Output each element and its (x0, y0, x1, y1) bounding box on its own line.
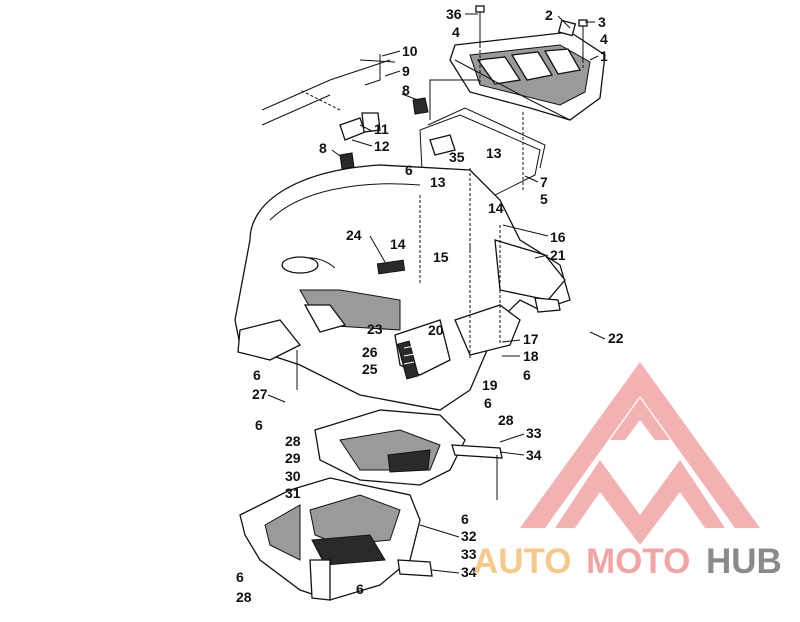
callout-21: 21 (550, 247, 566, 263)
callout-34: 34 (526, 447, 542, 463)
callout-35: 35 (449, 149, 465, 165)
callout-32: 32 (461, 528, 477, 544)
callout-6: 6 (255, 417, 263, 433)
rear-rack (449, 31, 606, 121)
callout-6: 6 (405, 162, 413, 178)
callout-4: 4 (452, 24, 460, 40)
callout-18: 18 (523, 348, 539, 364)
lower-footwell (239, 477, 433, 601)
callout-16: 16 (550, 229, 566, 245)
callout-8: 8 (402, 82, 410, 98)
callout-6: 6 (236, 569, 244, 585)
callout-10: 10 (402, 43, 418, 59)
callout-9: 9 (402, 63, 410, 79)
callout-36: 36 (446, 6, 462, 22)
callout-19: 19 (482, 377, 498, 393)
watermark-hub: HUB (706, 542, 782, 581)
rack-frame (419, 107, 546, 251)
watermark-logo (520, 362, 760, 545)
callout-29: 29 (285, 450, 301, 466)
watermark-text: AUTO MOTO HUB (473, 542, 782, 581)
callout-12: 12 (374, 138, 390, 154)
callout-25: 25 (362, 361, 378, 377)
callout-5: 5 (540, 191, 548, 207)
callout-4: 4 (600, 31, 608, 47)
leader-lines (296, 25, 584, 500)
warning-decal (396, 340, 420, 380)
watermark-auto: AUTO (473, 542, 572, 581)
callout-leaders (267, 13, 606, 574)
callout-7: 7 (540, 174, 548, 190)
logo-inner-shape (610, 398, 670, 440)
callout-6: 6 (523, 367, 531, 383)
callout-labels: 36 4 2 3 4 1 10 9 8 11 12 8 35 13 6 13 7… (236, 6, 624, 605)
callout-3: 3 (598, 14, 606, 30)
callout-13: 13 (430, 174, 446, 190)
callout-14: 14 (488, 200, 504, 216)
callout-24: 24 (346, 227, 362, 243)
callout-26: 26 (362, 344, 378, 360)
watermark-moto: MOTO (586, 542, 690, 581)
left-bracket-parts (261, 54, 429, 170)
callout-31: 31 (285, 485, 301, 501)
logo-triangle-shape (520, 362, 760, 528)
middle-floorboard (314, 409, 503, 486)
callout-33: 33 (526, 425, 542, 441)
callout-34: 34 (461, 564, 477, 580)
callout-13: 13 (486, 145, 502, 161)
callout-28: 28 (498, 412, 514, 428)
callout-6: 6 (253, 367, 261, 383)
callout-14: 14 (390, 236, 406, 252)
callout-6: 6 (356, 581, 364, 597)
callout-33: 33 (461, 546, 477, 562)
callout-6: 6 (461, 511, 469, 527)
callout-28: 28 (236, 589, 252, 605)
callout-28: 28 (285, 433, 301, 449)
callout-23: 23 (367, 321, 383, 337)
callout-1: 1 (600, 48, 608, 64)
callout-8: 8 (319, 140, 327, 156)
logo-m-shape (555, 460, 725, 545)
callout-30: 30 (285, 468, 301, 484)
callout-17: 17 (523, 331, 539, 347)
callout-6: 6 (484, 395, 492, 411)
callout-11: 11 (374, 121, 389, 137)
callout-2: 2 (545, 7, 553, 23)
rear-fender-body (234, 164, 571, 411)
callout-27: 27 (252, 386, 268, 402)
callout-22: 22 (608, 330, 624, 346)
callout-20: 20 (428, 322, 444, 338)
callout-15: 15 (433, 249, 449, 265)
